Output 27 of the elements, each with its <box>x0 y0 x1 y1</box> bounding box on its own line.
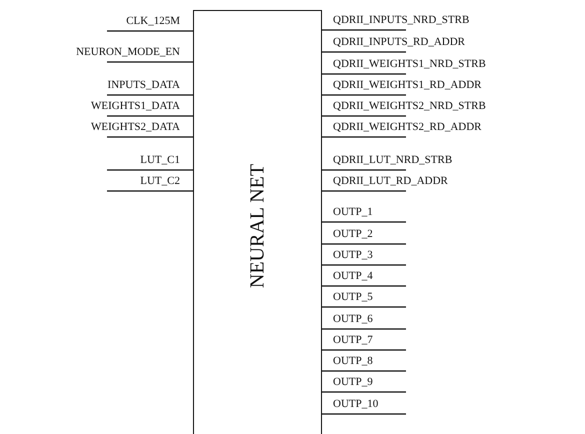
pin-label: OUTP_3 <box>333 249 373 262</box>
pin-label: LUT_C1 <box>140 154 180 167</box>
pin-label: CLK_125M <box>126 15 180 28</box>
pin-label: NEURON_MODE_EN <box>76 46 180 59</box>
pin-label: QDRII_LUT_NRD_STRB <box>333 154 452 167</box>
pin-label: QDRII_INPUTS_RD_ADDR <box>333 36 466 49</box>
pin-label: QDRII_WEIGHTS2_RD_ADDR <box>333 121 482 134</box>
pin-label: OUTP_6 <box>333 313 373 326</box>
pin-label: QDRII_LUT_RD_ADDR <box>333 175 448 188</box>
pin-label: OUTP_7 <box>333 334 373 347</box>
pin-label: OUTP_10 <box>333 398 378 411</box>
pin-label: QDRII_INPUTS_NRD_STRB <box>333 14 470 27</box>
pin-label: OUTP_4 <box>333 270 373 283</box>
pin-label: WEIGHTS2_DATA <box>91 121 180 134</box>
pin-label: OUTP_1 <box>333 206 373 219</box>
pin-label: OUTP_2 <box>333 228 373 241</box>
pin-label: WEIGHTS1_DATA <box>91 100 180 113</box>
pin-label: QDRII_WEIGHTS2_NRD_STRB <box>333 100 486 113</box>
pin-label: OUTP_5 <box>333 291 373 304</box>
block-title: NEURAL NET <box>246 163 269 288</box>
pin-label: QDRII_WEIGHTS1_RD_ADDR <box>333 79 482 92</box>
pin-label: LUT_C2 <box>140 175 180 188</box>
pin-label: OUTP_8 <box>333 355 373 368</box>
pin-label: QDRII_WEIGHTS1_NRD_STRB <box>333 58 486 71</box>
block-outline <box>193 10 322 434</box>
pin-label: INPUTS_DATA <box>108 79 180 92</box>
pin-label: OUTP_9 <box>333 376 373 389</box>
